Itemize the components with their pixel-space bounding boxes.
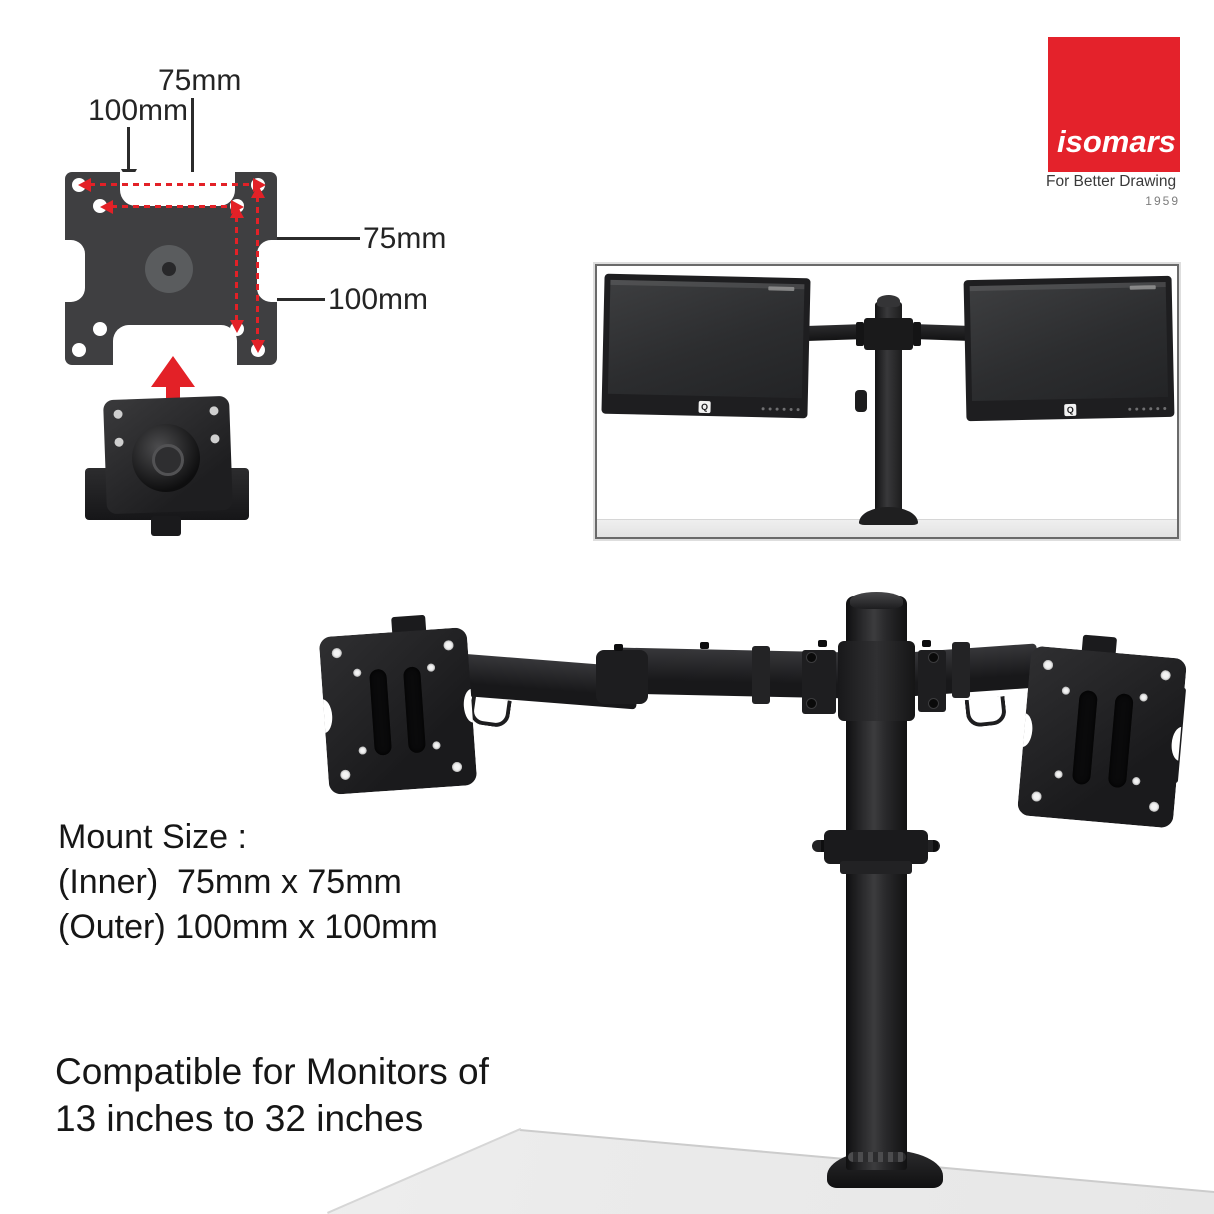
photo-clamp-tab: [913, 322, 921, 346]
plate-pivot-circle: [145, 245, 193, 293]
brand-name: isomars: [1057, 124, 1176, 159]
mount-pole-cap: [850, 592, 903, 609]
photo-pole-cap: [877, 295, 900, 307]
head-pivot-ring: [152, 444, 184, 476]
photo-pole-clamp: [864, 318, 913, 350]
measure-arrow-icon: [230, 320, 244, 333]
weld-seam: [848, 1152, 906, 1162]
clamp-bolt: [806, 652, 817, 663]
vesa-head-photo: [85, 395, 253, 548]
vesa-plate-drawing: [65, 172, 277, 365]
monitor-brand-logo: Q: [1064, 403, 1077, 417]
vesa-dimension-diagram: 75mm 100mm 75mm 100mm: [0, 0, 520, 560]
dimension-label-100mm-right: 100mm: [328, 283, 429, 316]
measure-arrow-icon: [251, 185, 265, 198]
clamp-bolt: [806, 698, 817, 709]
arm-strap: [952, 642, 970, 698]
arrow-up-icon: [151, 356, 195, 387]
monitor-model-label: [768, 286, 795, 291]
monitor-brand-logo: Q: [698, 400, 711, 414]
left-monitor: Q: [601, 273, 811, 419]
measure-arrow-icon: [251, 340, 265, 353]
measure-arrow-icon: [100, 200, 113, 214]
measure-line-75mm-horizontal: [111, 205, 233, 208]
head-hole: [210, 434, 220, 444]
dimension-label-100mm-top: 100mm: [88, 94, 189, 127]
right-monitor: Q: [963, 275, 1175, 422]
plate-pivot-dot: [162, 262, 176, 276]
measure-line-100mm-vertical: [256, 196, 259, 342]
clamp-screw: [818, 640, 827, 647]
mount-size-title: Mount Size :: [58, 818, 247, 856]
right-vesa-plate: [1016, 645, 1188, 829]
brand-tagline: For Better Drawing: [1046, 173, 1177, 190]
left-vesa-plate: [318, 627, 478, 795]
left-arm-elbow-joint: [596, 650, 648, 704]
collar-under: [840, 861, 912, 874]
plate-top-notch: [120, 172, 235, 206]
pole-clamp-sleeve: [838, 641, 915, 721]
dimension-label-75mm-top: 75mm: [158, 64, 242, 97]
right-monitor-screen: [969, 281, 1169, 402]
brand-logo: isomars: [1048, 37, 1180, 172]
clamp-screw: [922, 640, 931, 647]
measure-line-75mm-vertical: [235, 216, 238, 322]
monitor-buttons: [1128, 406, 1167, 411]
head-hole: [209, 406, 219, 416]
height-collar: [824, 830, 928, 864]
head-hole: [113, 409, 123, 419]
head-foot: [151, 516, 181, 536]
brand-year: 1959: [1145, 194, 1180, 208]
cable-hook: [468, 695, 512, 729]
mount-size-inner: (Inner) 75mm x 75mm: [58, 863, 402, 901]
plate-right-notch: [257, 240, 277, 302]
compatibility-note: Compatible for Monitors of 13 inches to …: [55, 1048, 489, 1142]
joint-screw: [614, 644, 623, 651]
pointer-line-100mm-top: [127, 127, 130, 171]
dimension-label-75mm-right: 75mm: [363, 222, 447, 255]
measure-arrow-icon: [230, 205, 244, 218]
vesa-hole-inner: [93, 322, 107, 336]
compatibility-line1: Compatible for Monitors of: [55, 1051, 489, 1092]
arm-strap: [752, 646, 770, 704]
pointer-line-100mm-right: [271, 298, 325, 301]
left-monitor-screen: [607, 279, 805, 399]
clamp-bolt: [928, 698, 939, 709]
pointer-line-75mm-top: [191, 98, 194, 196]
monitor-model-label: [1129, 285, 1156, 290]
measure-arrow-icon: [78, 178, 91, 192]
cable-hook: [964, 695, 1008, 729]
clamp-bolt: [928, 652, 939, 663]
head-hole: [114, 437, 124, 447]
compatibility-line2: 13 inches to 32 inches: [55, 1098, 424, 1139]
mount-size-outer: (Outer) 100mm x 100mm: [58, 908, 438, 946]
photo-clamp-tab: [856, 322, 864, 346]
photo-pole-base: [859, 507, 918, 525]
monitor-buttons: [761, 407, 800, 412]
plate-left-notch: [65, 240, 85, 302]
joint-screw: [700, 642, 709, 649]
dual-monitor-photo: Q Q: [595, 264, 1179, 539]
measure-line-100mm-horizontal: [89, 183, 255, 186]
photo-tilt-knob: [855, 390, 867, 412]
vesa-hole-outer: [72, 343, 86, 357]
head-pivot: [132, 424, 200, 492]
pointer-line-75mm-right: [254, 237, 360, 240]
mount-size-spec: Mount Size : (Inner) 75mm x 75mm (Outer)…: [58, 815, 438, 950]
